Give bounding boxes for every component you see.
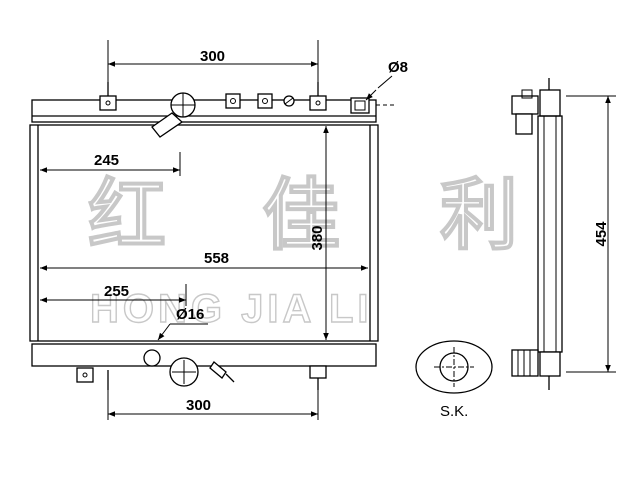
dimension-dia-8: Ø8 xyxy=(388,59,408,76)
radiator-core xyxy=(29,124,379,342)
dimension-245: 245 xyxy=(94,152,119,169)
watermark-char-3: 利 xyxy=(440,171,518,261)
watermark-char-1: 红 xyxy=(88,171,166,261)
drain-plug xyxy=(209,361,235,383)
watermark-english: HONG JIA LI xyxy=(90,287,373,331)
radiator-front-view xyxy=(29,82,379,390)
side-lower-fitting xyxy=(511,349,539,377)
top-inlet-pipe xyxy=(151,92,196,138)
dimension-454: 454 xyxy=(593,221,610,247)
watermark: 红 佳 利 HONG JIA LI xyxy=(87,170,519,332)
detail-sk: S.K. xyxy=(415,340,493,420)
detail-label: S.K. xyxy=(440,403,468,420)
dimension-dia-16: Ø16 xyxy=(176,306,204,323)
top-fitting-1 xyxy=(225,93,241,109)
dimension-255: 255 xyxy=(104,283,129,300)
radiator-side-view xyxy=(511,78,563,390)
dimension-bottom-300: 300 xyxy=(186,397,211,414)
bottom-drain-fitting xyxy=(143,349,161,367)
top-fitting-2 xyxy=(257,93,273,109)
side-upper-fitting xyxy=(511,95,539,115)
dimensions: 300 Ø8 245 380 558 255 Ø16 300 454 xyxy=(40,40,616,420)
dimension-380: 380 xyxy=(309,225,326,250)
watermark-char-2: 佳 xyxy=(262,171,340,261)
bottom-tank xyxy=(31,343,377,367)
dimension-558: 558 xyxy=(204,250,229,267)
dimension-top-300: 300 xyxy=(200,48,225,65)
bottom-outlet-pipe xyxy=(169,357,199,387)
